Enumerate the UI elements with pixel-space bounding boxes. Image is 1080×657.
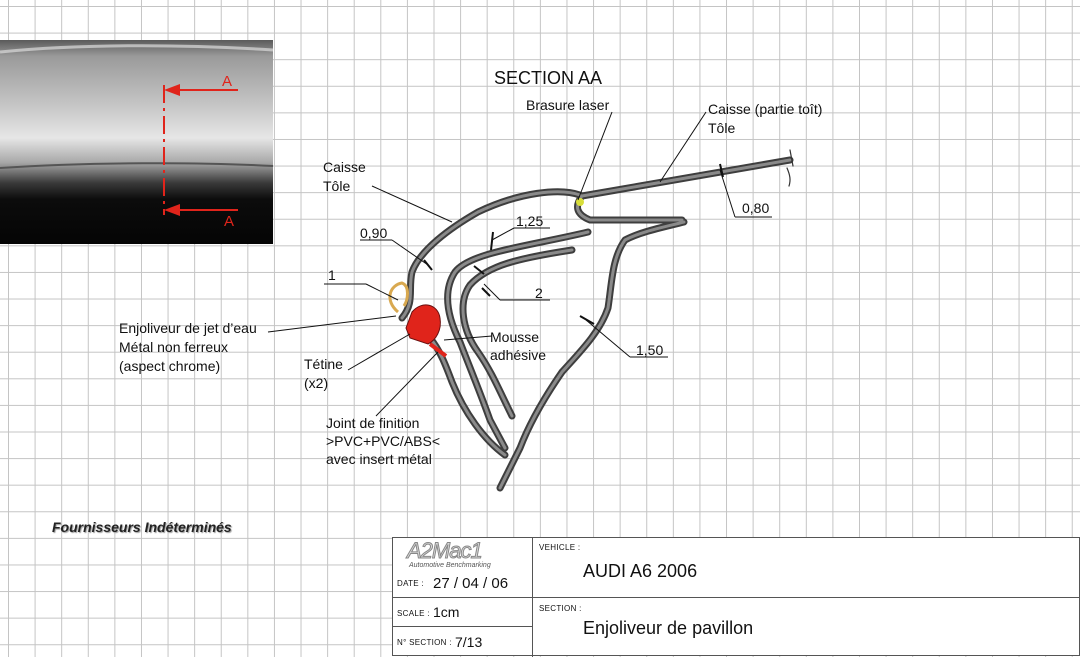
label-joint-2: >PVC+PVC/ABS< xyxy=(326,433,440,449)
dimension-ticks xyxy=(423,163,724,325)
scale-cell: SCALE : 1cm xyxy=(393,598,533,627)
section-name-value: Enjoliveur de pavillon xyxy=(583,618,754,638)
leader-lines xyxy=(267,111,772,417)
label-body-2: Tôle xyxy=(323,178,350,194)
finishing-joint-red xyxy=(405,304,441,345)
logo-cell: A2Mac1 Automotive Benchmarking xyxy=(393,538,533,570)
scale-label: SCALE : xyxy=(397,609,430,618)
vehicle-cell: VEHICLE : AUDI A6 2006 xyxy=(533,538,1080,598)
reference-photo: A A xyxy=(0,40,274,244)
section-name-label: SECTION : xyxy=(539,604,582,613)
sheet-metal-profiles xyxy=(398,149,794,492)
title-block: A2Mac1 Automotive Benchmarking DATE : 27… xyxy=(392,537,1080,657)
chrome-trim-strip xyxy=(388,281,409,314)
vehicle-value: AUDI A6 2006 xyxy=(583,561,698,581)
label-trim-3: (aspect chrome) xyxy=(119,358,220,374)
section-number-value: 7/13 xyxy=(455,634,483,650)
section-title: SECTION AA xyxy=(494,68,602,88)
vehicle-label: VEHICLE : xyxy=(539,543,581,552)
dim-0-90: 0,90 xyxy=(360,225,387,241)
label-body-1: Caisse xyxy=(323,159,366,175)
photo-label-a-bottom: A xyxy=(224,213,234,230)
label-trim-1: Enjoliveur de jet d’eau xyxy=(119,320,257,336)
dim-2: 2 xyxy=(535,285,543,301)
date-label: DATE : xyxy=(397,579,424,588)
date-cell: DATE : 27 / 04 / 06 xyxy=(393,570,533,598)
section-name-cell: SECTION : Enjoliveur de pavillon xyxy=(533,598,1080,657)
section-number-label: N° SECTION : xyxy=(397,638,452,647)
supplier-note: Fournisseurs Indéterminés xyxy=(52,519,232,535)
label-tetine-2: (x2) xyxy=(304,375,328,391)
dim-1: 1 xyxy=(328,267,336,283)
label-trim-2: Métal non ferreux xyxy=(119,339,228,355)
label-foam-2: adhésive xyxy=(490,347,546,363)
label-laser-brazing: Brasure laser xyxy=(526,97,610,113)
brand-logo: A2Mac1 Automotive Benchmarking xyxy=(407,538,491,570)
date-value: 27 / 04 / 06 xyxy=(433,575,509,592)
dim-1-25: 1,25 xyxy=(516,213,543,229)
label-roof-body-1: Caisse (partie toît) xyxy=(708,101,822,117)
dim-1-50: 1,50 xyxy=(636,342,663,358)
section-number-cell: N° SECTION : 7/13 xyxy=(393,627,533,657)
dim-0-80: 0,80 xyxy=(742,200,769,216)
photo-label-a-top: A xyxy=(222,73,232,90)
scale-value: 1cm xyxy=(433,604,460,620)
section-cut-marker xyxy=(163,84,238,216)
label-tetine-1: Tétine xyxy=(304,356,343,372)
label-joint-3: avec insert métal xyxy=(326,451,432,467)
label-roof-body-2: Tôle xyxy=(708,120,735,136)
laser-brazing-spot xyxy=(576,198,584,206)
joint-lip xyxy=(428,342,448,358)
label-joint-1: Joint de finition xyxy=(326,415,419,431)
label-foam-1: Mousse xyxy=(490,329,539,345)
